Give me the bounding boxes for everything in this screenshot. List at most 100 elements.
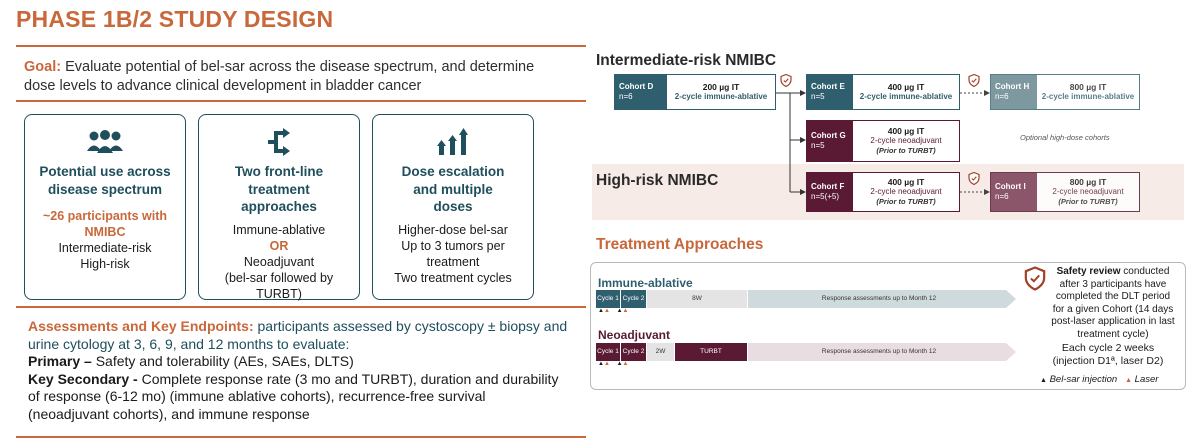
response-arrow	[748, 290, 1016, 308]
card-body: ~26 participants with NMIBC Intermediate…	[25, 208, 185, 272]
injection-laser-markers: ▲▲ ▲▲	[598, 361, 629, 367]
cohort-name: Cohort I	[995, 182, 1026, 191]
card-body: Immune-ablative OR Neoadjuvant (bel-sar …	[199, 222, 359, 302]
treatment-approaches-title: Treatment Approaches	[596, 236, 764, 253]
cohort-regimen: 2-cycle immune-ablative	[859, 92, 953, 101]
cycle-2-segment: Cycle 2	[621, 343, 646, 361]
legend-laser: Laser	[1134, 374, 1159, 385]
bottom-divider	[16, 436, 586, 438]
gap-segment: 8W	[647, 290, 747, 308]
risk-line: Intermediate-risk	[58, 241, 152, 255]
cohort-n: n=6	[619, 92, 633, 101]
split-arrows-icon	[199, 125, 359, 159]
approach-line: Neoadjuvant	[243, 254, 315, 269]
cohort-regimen: 2-cycle immune-ablative	[674, 92, 768, 101]
cycle-2-segment: Cycle 2	[621, 290, 646, 308]
goal-text: Goal: Evaluate potential of bel-sar acro…	[24, 58, 564, 96]
card-treatment-approaches: Two front-line treatment approaches Immu…	[198, 114, 360, 302]
goal-body: Evaluate potential of bel-sar across the…	[24, 59, 535, 94]
optional-note: Optional high-dose cohorts	[1020, 133, 1110, 142]
cohort-name: Cohort F	[811, 182, 845, 191]
immune-ablative-timeline: Cycle 1 Cycle 2 8W Response assessments …	[596, 290, 1016, 308]
assessments-label: Assessments and Key Endpoints:	[28, 318, 254, 334]
cohort-regimen: 2-cycle neoadjuvant	[1052, 187, 1124, 196]
response-segment: Response assessments up to Month 12	[821, 348, 937, 355]
cohort-n: n=5	[811, 92, 825, 101]
high-risk-title: High-risk NMIBC	[596, 172, 719, 189]
secondary-text: Complete response rate (3 mo and TURBT),…	[28, 370, 559, 422]
dose-line: Two treatment cycles	[394, 270, 512, 285]
goal-label: Goal:	[24, 59, 62, 75]
cohort-dose: 800 µg IT	[1069, 82, 1107, 92]
cohort-name: Cohort E	[811, 82, 845, 91]
cycle-1-segment: Cycle 1	[596, 290, 620, 308]
cohort-n: n=5(+5)	[811, 192, 840, 201]
legend-injection: Bel-sar injection	[1049, 374, 1118, 385]
cohort-connectors	[776, 90, 990, 195]
cohort-name: Cohort G	[811, 131, 846, 140]
safety-review-body: conducted after 3 participants have comp…	[1051, 266, 1175, 340]
cohort-note: (Prior to TURBT)	[876, 197, 936, 206]
response-segment: Response assessments up to Month 12	[821, 295, 937, 302]
response-arrow	[748, 343, 1016, 361]
cohort-dose: 400 µg IT	[887, 82, 925, 92]
shield-icon	[780, 74, 792, 87]
gap-segment: 2W	[647, 343, 674, 361]
dose-line: Higher-dose bel-sar	[398, 222, 508, 237]
cohort-n: n=6	[995, 92, 1009, 101]
dose-line: Up to 3 tumors per treatment	[401, 238, 505, 269]
card-disease-spectrum: Potential use across disease spectrum ~2…	[24, 114, 186, 300]
treatment-approaches-box	[590, 262, 1186, 390]
primary-endpoint: Primary – Safety and tolerability (AEs, …	[28, 353, 568, 371]
title-divider	[16, 45, 586, 47]
cohort-regimen: 2-cycle immune-ablative	[1041, 92, 1135, 101]
card-body: Higher-dose bel-sar Up to 3 tumors per t…	[373, 222, 533, 286]
participants-highlight: ~26 participants with NMIBC	[43, 209, 167, 239]
safety-review-label: Safety review	[1056, 266, 1121, 277]
neoadjuvant-timeline: Cycle 1 Cycle 2 2W TURBT Response assess…	[596, 343, 1016, 361]
legend: ▲ Bel-sar injection ▲ Laser	[1040, 374, 1158, 385]
cohort-n: n=5	[811, 141, 825, 150]
cohort-dose: 400 µg IT	[887, 177, 925, 187]
laser-marker-icon: ▲	[1125, 377, 1133, 384]
cohort-regimen: 2-cycle neoadjuvant	[870, 136, 942, 145]
primary-label: Primary –	[28, 353, 92, 369]
cohort-name: Cohort H	[995, 82, 1030, 91]
cohort-note: (Prior to TURBT)	[1058, 197, 1118, 206]
shield-icon	[968, 172, 980, 185]
primary-text: Safety and tolerability (AEs, SAEs, DLTS…	[95, 353, 354, 369]
people-icon	[25, 125, 185, 159]
secondary-label: Key Secondary -	[28, 370, 138, 387]
risk-line: High-risk	[80, 257, 130, 271]
injection-marker-icon: ▲	[1040, 377, 1047, 384]
cohort-dose: 200 µg IT	[702, 82, 740, 92]
turbt-segment: TURBT	[675, 343, 747, 361]
card-dose-escalation: Dose escalation and multiple doses Highe…	[372, 114, 534, 300]
cycle-note: Each cycle 2 weeks (injection D1ª, laser…	[1052, 342, 1164, 367]
assessments-intro: Assessments and Key Endpoints: participa…	[28, 318, 568, 353]
approach-line: (bel-sar followed by TURBT)	[224, 270, 334, 301]
safety-review-text: Safety review conducted after 3 particip…	[1050, 266, 1176, 341]
injection-laser-markers: ▲▲ ▲▲	[598, 308, 629, 314]
secondary-endpoint: Key Secondary - Complete response rate (…	[28, 371, 568, 424]
cohort-name: Cohort D	[619, 82, 654, 91]
assessments-body: participants assessed by cystoscopy ± bi…	[28, 318, 568, 352]
cohort-dose: 800 µg IT	[1069, 177, 1107, 187]
card-heading: Potential use across disease spectrum	[39, 164, 171, 197]
goal-divider	[16, 100, 586, 102]
shield-icon	[1024, 266, 1046, 291]
cards-divider	[16, 306, 586, 308]
cycle-1-segment: Cycle 1	[596, 343, 620, 361]
approach-line: Immune-ablative	[232, 222, 326, 237]
cohort-n: n=6	[995, 192, 1009, 201]
neoadjuvant-label: Neoadjuvant	[598, 328, 671, 342]
shield-icon	[968, 74, 980, 87]
assessments-text: Assessments and Key Endpoints: participa…	[28, 318, 568, 423]
cohort-dose: 400 µg IT	[887, 126, 925, 136]
